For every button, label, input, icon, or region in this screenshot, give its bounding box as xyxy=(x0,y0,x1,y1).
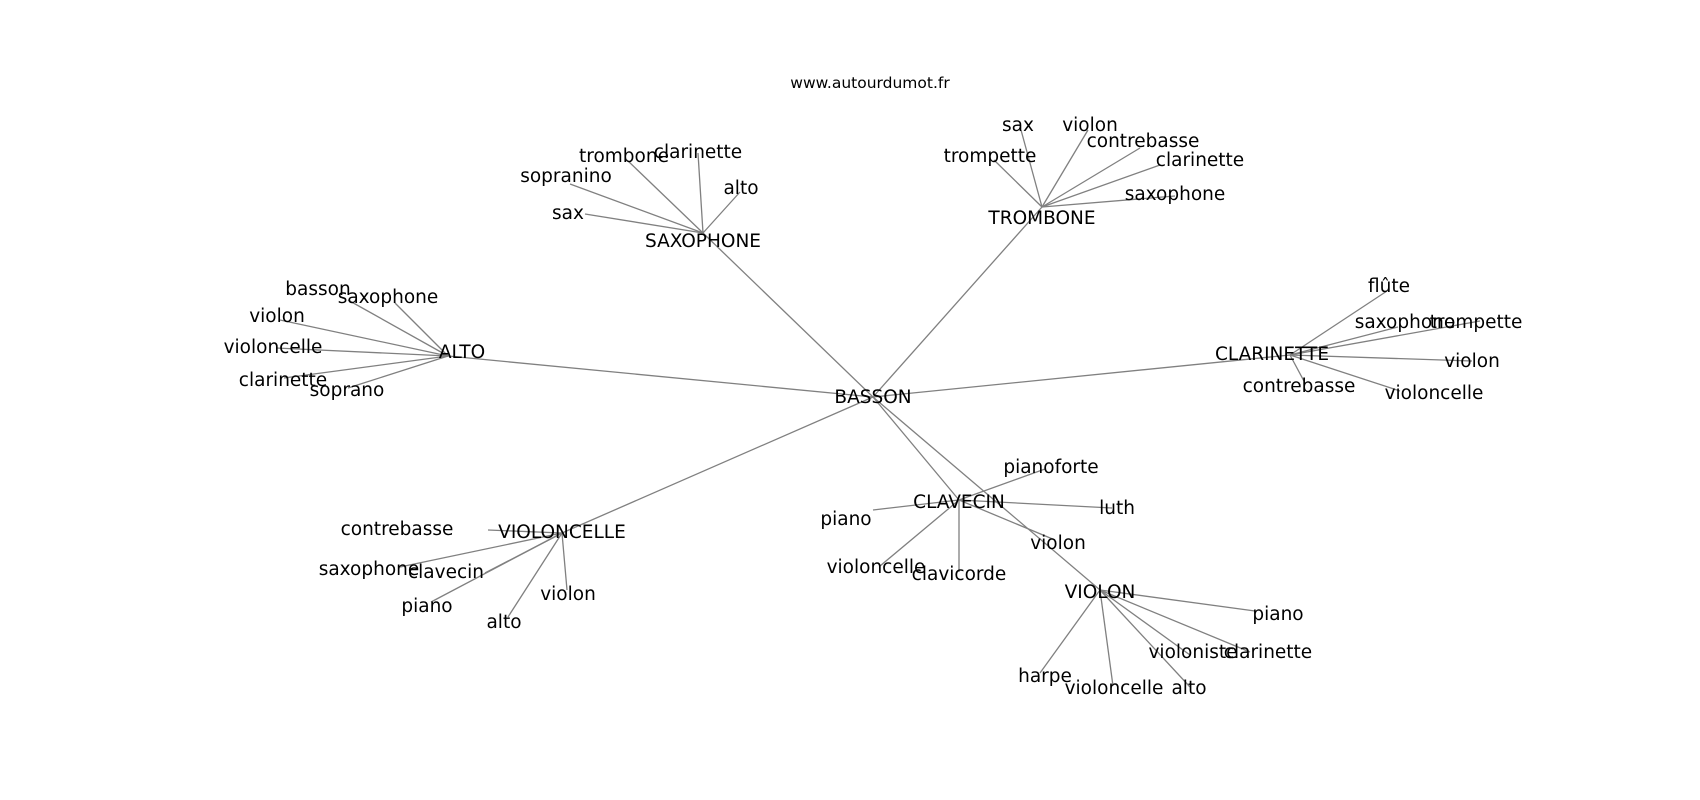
leaf-node-label: basson xyxy=(285,279,350,300)
hub-node-label: TROMBONE xyxy=(987,208,1095,229)
edge-hub-3-leaf-5 xyxy=(1289,354,1401,392)
edge-hub-1-leaf-4 xyxy=(1041,164,1161,208)
edge-center-to-hub-5 xyxy=(872,396,960,501)
leaf-node-label: contrebasse xyxy=(1243,376,1356,397)
leaf-node-label: soprano xyxy=(310,380,385,401)
leaf-node-label: violon xyxy=(540,584,596,605)
leaf-node-label: alto xyxy=(486,612,521,633)
hub-node-label: ALTO xyxy=(439,342,485,363)
leaf-node-label: flûte xyxy=(1368,276,1410,297)
edge-hub-3-leaf-1 xyxy=(1289,326,1399,356)
leaf-node-label: clarinette xyxy=(239,370,327,391)
edge-hub-1-leaf-2 xyxy=(993,159,1043,208)
leaf-node-label: sopranino xyxy=(520,166,612,187)
leaf-node-label: violon xyxy=(249,306,305,327)
edge-hub-0-leaf-4 xyxy=(584,213,704,234)
edge-hub-5-leaf-1 xyxy=(872,499,960,511)
edge-hub-2-leaf-3 xyxy=(275,347,449,357)
edge-hub-3-leaf-3 xyxy=(1289,354,1473,362)
center-node-label: BASSON xyxy=(834,387,911,408)
edge-center-to-hub-1 xyxy=(872,206,1043,398)
edge-hub-1-leaf-1 xyxy=(1041,129,1089,208)
edge-hub-5-leaf-0 xyxy=(958,468,1046,501)
graph-labels: www.autourdumot.fr BASSON SAXOPHONE trombo… xyxy=(224,74,1523,699)
leaf-node-label: contrebasse xyxy=(341,519,454,540)
hub-node-label: VIOLON xyxy=(1065,582,1136,603)
edge-hub-5-leaf-2 xyxy=(958,499,1113,509)
edge-hub-0-leaf-0 xyxy=(626,159,704,234)
leaf-node-label: clavecin xyxy=(408,562,484,583)
leaf-node-label: clarinette xyxy=(1224,642,1312,663)
edge-hub-1-leaf-5 xyxy=(1041,195,1176,208)
edge-hub-0-leaf-3 xyxy=(702,191,741,234)
edge-hub-3-leaf-4 xyxy=(1289,354,1306,384)
leaf-node-label: alto xyxy=(723,178,758,199)
leaf-node-label: violoncelle xyxy=(1065,678,1164,699)
edge-center-to-hub-4 xyxy=(561,396,874,534)
site-credit: www.autourdumot.fr xyxy=(790,74,950,92)
edge-hub-4-leaf-0 xyxy=(487,529,563,534)
edge-hub-4-leaf-4 xyxy=(430,532,563,603)
edge-hub-0-leaf-2 xyxy=(569,183,704,234)
edge-hub-4-leaf-5 xyxy=(507,532,563,618)
leaf-node-label: luth xyxy=(1099,498,1135,519)
leaf-node-label: trombone xyxy=(579,146,669,167)
hub-node-label: SAXOPHONE xyxy=(645,231,761,252)
leaf-node-label: violoncelle xyxy=(224,337,323,358)
edge-hub-6-leaf-4 xyxy=(1099,589,1114,687)
edge-hub-2-leaf-0 xyxy=(347,299,449,357)
leaf-node-label: alto xyxy=(1171,678,1206,699)
leaf-node-label: violoncelle xyxy=(1385,383,1484,404)
edge-hub-3-leaf-2 xyxy=(1289,320,1481,356)
edge-hub-5-leaf-4 xyxy=(879,499,960,567)
leaf-node-label: clavicorde xyxy=(912,564,1007,585)
leaf-node-label: saxophone xyxy=(1355,312,1456,333)
edge-center-to-hub-3 xyxy=(872,354,1291,398)
leaf-node-label: pianoforte xyxy=(1003,457,1098,478)
edge-hub-6-leaf-1 xyxy=(1099,589,1191,656)
edge-hub-6-leaf-0 xyxy=(1099,589,1256,612)
leaf-node-label: piano xyxy=(401,596,452,617)
edge-hub-2-leaf-1 xyxy=(394,302,449,357)
leaf-node-label: sax xyxy=(552,203,584,224)
edge-hub-0-leaf-1 xyxy=(697,152,704,234)
hub-node-label: CLARINETTE xyxy=(1215,344,1329,365)
edge-center-to-hub-6 xyxy=(872,396,1101,591)
edge-hub-2-leaf-2 xyxy=(279,319,449,357)
edge-hub-2-leaf-4 xyxy=(283,355,449,379)
edge-hub-1-leaf-3 xyxy=(1041,147,1141,208)
edge-center-to-hub-2 xyxy=(447,355,874,398)
edge-center-to-hub-0 xyxy=(702,232,874,398)
leaf-node-label: piano xyxy=(1252,604,1303,625)
edge-hub-3-leaf-0 xyxy=(1289,290,1388,356)
edge-hub-4-leaf-3 xyxy=(561,532,568,591)
leaf-node-label: trompette xyxy=(944,146,1037,167)
leaf-node-label: sax xyxy=(1002,115,1034,136)
leaf-node-label: violoncelle xyxy=(827,557,926,578)
leaf-node-label: saxophone xyxy=(338,287,439,308)
hub-node-label: CLAVECIN xyxy=(913,492,1005,513)
leaf-node-label: violoniste xyxy=(1148,642,1237,663)
leaf-node-label: clarinette xyxy=(654,142,742,163)
leaf-node-label: saxophone xyxy=(319,559,420,580)
edge-hub-6-leaf-2 xyxy=(1099,589,1251,653)
edge-hub-5-leaf-3 xyxy=(958,499,1056,541)
graph-edges xyxy=(275,129,1481,688)
edge-hub-6-leaf-5 xyxy=(1099,589,1191,688)
leaf-node-label: contrebasse xyxy=(1087,131,1200,152)
leaf-node-label: violon xyxy=(1062,115,1118,136)
edge-hub-2-leaf-5 xyxy=(347,355,449,389)
leaf-node-label: trompette xyxy=(1430,312,1523,333)
leaf-node-label: piano xyxy=(820,509,871,530)
edge-hub-6-leaf-3 xyxy=(1039,589,1101,674)
leaf-node-label: violon xyxy=(1030,533,1086,554)
edge-hub-4-leaf-1 xyxy=(399,532,563,568)
leaf-node-label: clarinette xyxy=(1156,150,1244,171)
hub-node-label: VIOLONCELLE xyxy=(498,522,626,543)
leaf-node-label: harpe xyxy=(1018,666,1072,687)
edge-hub-1-leaf-0 xyxy=(1020,129,1043,208)
leaf-node-label: violon xyxy=(1444,351,1500,372)
leaf-node-label: saxophone xyxy=(1125,184,1226,205)
